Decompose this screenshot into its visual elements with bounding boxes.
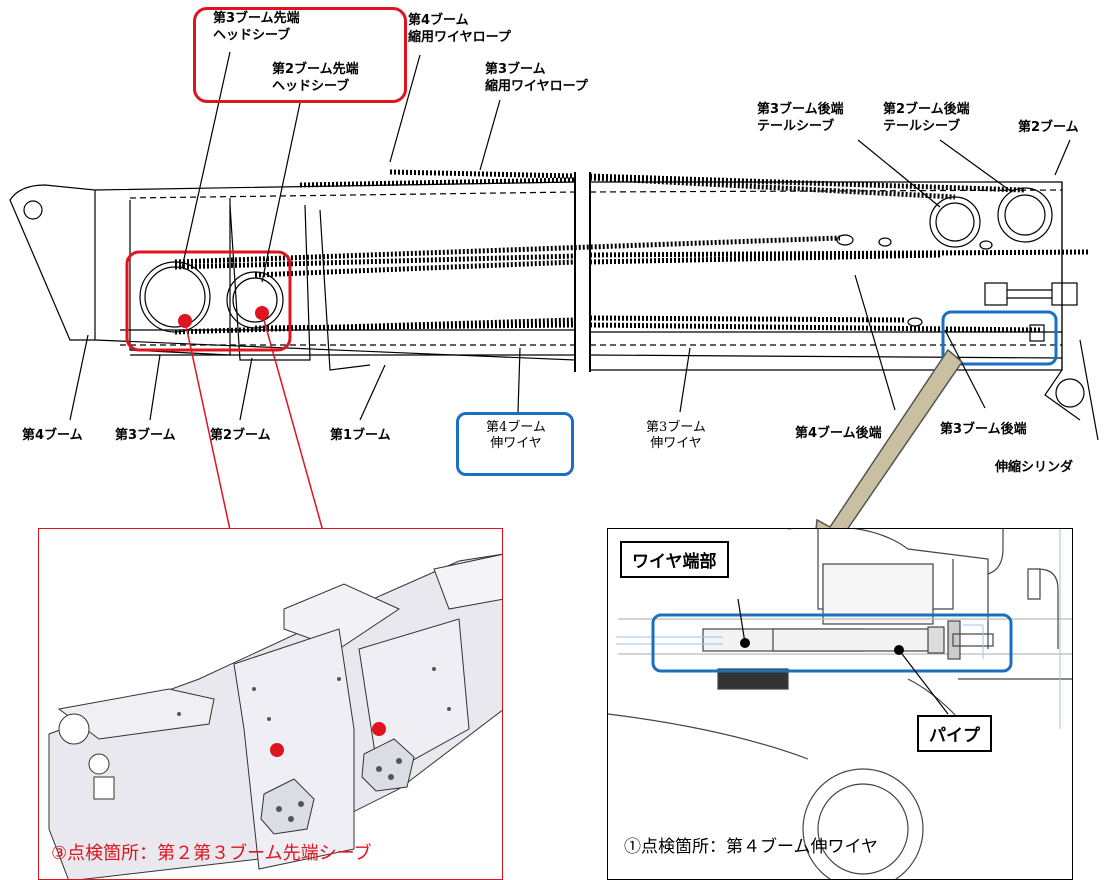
wire-end-highlight — [941, 310, 1058, 366]
boom4-extend-wire-box — [456, 412, 574, 476]
head-sheave-photo-panel: ③点検箇所：第２第３ブーム先端シーブ — [38, 528, 503, 880]
label-boom2-head-sheave: 第2ブーム先端 ヘッドシーブ — [272, 62, 359, 94]
wire-end-photo-panel: ワイヤ端部 パイプ ①点検箇所：第４ブーム伸ワイヤ — [607, 528, 1073, 880]
label-boom1: 第1ブーム — [330, 428, 391, 443]
label-boom3-tail-sheave: 第3ブーム後端 テールシーブ — [757, 102, 844, 134]
label-boom3-extend-wire: 第3ブーム 伸ワイヤ — [646, 420, 706, 451]
boom-head-render — [48, 553, 502, 879]
boom-head-bracket — [9, 184, 96, 341]
label-boom4: 第4ブーム — [22, 428, 83, 443]
label-boom3-rear: 第3ブーム後端 — [940, 422, 1027, 437]
label-boom2-tail-sheave: 第2ブーム後端 テールシーブ — [883, 102, 970, 134]
callout-wire-end: ワイヤ端部 — [620, 541, 729, 578]
right-panel-caption: ①点検箇所：第４ブーム伸ワイヤ — [624, 837, 878, 857]
head-sheave-highlight — [125, 250, 292, 352]
label-boom4-extend-wire: 第4ブーム 伸ワイヤ — [486, 420, 546, 451]
label-boom3-retract-wire: 第3ブーム 縮用ワイヤロープ — [485, 62, 588, 94]
label-boom2-right: 第2ブーム — [1018, 120, 1079, 135]
wire-end-pipe-highlight — [651, 613, 1013, 673]
label-telescopic-cylinder: 伸縮シリンダ — [995, 460, 1074, 475]
left-panel-caption: ③点検箇所：第２第３ブーム先端シーブ — [51, 843, 372, 864]
wire-end-render — [608, 529, 1072, 879]
head-sheave-label-box — [193, 7, 407, 103]
label-boom3-head-sheave: 第3ブーム先端 ヘッドシーブ — [213, 11, 300, 43]
label-boom4-rear: 第4ブーム後端 — [795, 426, 882, 441]
label-boom2: 第2ブーム — [210, 428, 271, 443]
callout-pipe: パイプ — [917, 715, 992, 752]
label-boom4-retract-wire: 第4ブーム 縮用ワイヤロープ — [408, 13, 511, 45]
label-boom3: 第3ブーム — [115, 428, 176, 443]
